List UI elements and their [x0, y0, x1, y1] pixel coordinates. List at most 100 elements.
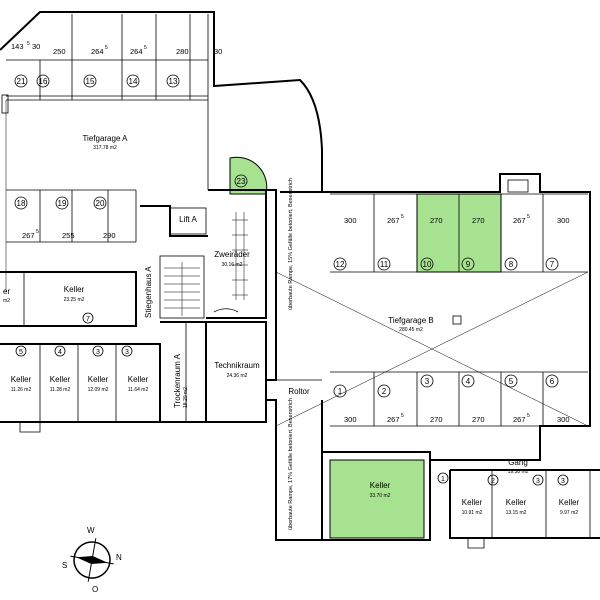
- keller-big-area: 33.70 m2: [370, 493, 391, 499]
- svg-text:6: 6: [550, 377, 555, 386]
- dim-b-bot-7: 5: [527, 413, 530, 419]
- spot-13: 13: [166, 74, 180, 88]
- svg-text:9.97 m2: 9.97 m2: [560, 510, 578, 516]
- compass-s: S: [62, 561, 67, 570]
- keller-partial-area: m2: [3, 298, 10, 304]
- svg-text:3: 3: [96, 349, 100, 356]
- keller-partial-name: er: [3, 287, 10, 296]
- svg-text:Keller: Keller: [11, 375, 32, 384]
- svg-text:14: 14: [129, 77, 138, 86]
- dim-a-side-1: 267: [22, 231, 35, 240]
- svg-text:10: 10: [423, 260, 432, 269]
- svg-text:16: 16: [39, 77, 48, 86]
- svg-text:5: 5: [509, 377, 514, 386]
- svg-text:Keller: Keller: [128, 375, 149, 384]
- svg-text:Keller: Keller: [50, 375, 71, 384]
- keller-a-name: Keller: [64, 285, 85, 294]
- svg-text:11.28 m2: 11.28 m2: [50, 387, 71, 393]
- svg-text:3: 3: [425, 377, 430, 386]
- dim-a-9: 280: [176, 47, 189, 56]
- lift-label: Lift A: [179, 215, 197, 224]
- dim-b-top-1: 300: [344, 216, 357, 225]
- garage-b-outline: [322, 173, 591, 461]
- garage-a-label: Tiefgarage A: [82, 134, 128, 143]
- technik-label: Technikraum: [214, 361, 260, 370]
- keller-row-4: 3 Keller 11.64 m2: [121, 345, 149, 393]
- compass-icon: [70, 538, 114, 582]
- spot-1: 1: [333, 384, 347, 398]
- zweiraeder-area: 30.16 m2: [222, 262, 243, 268]
- compass-o: O: [92, 585, 98, 594]
- svg-text:Keller: Keller: [88, 375, 109, 384]
- dim-b-top-5: 270: [472, 216, 485, 225]
- dim-b-bot-6: 267: [513, 415, 526, 424]
- svg-text:7: 7: [550, 260, 555, 269]
- svg-text:11: 11: [380, 260, 389, 269]
- keller-row-2: 4 Keller 11.28 m2: [50, 345, 71, 393]
- spot-18: 18: [14, 196, 28, 210]
- dim-a-2: 5: [27, 41, 30, 47]
- keller-row-3: 3 Keller 12.09 m2: [88, 345, 109, 393]
- stair-label: Stiegenhaus A: [144, 266, 153, 318]
- dim-a-6: 5: [105, 45, 108, 51]
- svg-text:15: 15: [86, 77, 95, 86]
- spot-9: 9: [461, 257, 475, 271]
- dim-b-bot-3: 5: [401, 413, 404, 419]
- spot-23-highlight: [229, 156, 268, 195]
- dim-a-3: 30: [32, 42, 40, 51]
- spot-14: 14: [126, 74, 140, 88]
- spot-20: 20: [93, 196, 107, 210]
- garage-b-label: Tiefgarage B: [388, 316, 434, 325]
- gang-area: 19.38 m2: [508, 469, 529, 475]
- trocken-label: Trockenraum A: [173, 353, 182, 408]
- svg-text:20: 20: [96, 199, 105, 208]
- keller-big-name: Keller: [370, 481, 391, 490]
- dim-a-side-3: 255: [62, 231, 75, 240]
- svg-text:4: 4: [466, 377, 471, 386]
- trocken-area: 18.20 m2: [183, 387, 189, 408]
- svg-text:1: 1: [441, 476, 445, 483]
- spot-15: 15: [83, 74, 97, 88]
- dim-b-top-6: 267: [513, 216, 526, 225]
- svg-text:21: 21: [17, 77, 26, 86]
- dim-b-top-2: 267: [387, 216, 400, 225]
- dim-a-1: 143: [11, 42, 24, 51]
- dim-a-5: 264: [91, 47, 104, 56]
- dim-b-top-8: 300: [557, 216, 570, 225]
- svg-text:5: 5: [19, 349, 23, 356]
- spot-10: 10: [420, 257, 434, 271]
- dim-a-8: 5: [144, 45, 147, 51]
- svg-text:4: 4: [58, 349, 62, 356]
- dim-b-bot-1: 300: [344, 415, 357, 424]
- svg-text:13: 13: [169, 77, 178, 86]
- svg-text:Keller: Keller: [559, 498, 580, 507]
- svg-text:8: 8: [509, 260, 514, 269]
- keller-7-marker: 7: [82, 312, 94, 324]
- compass-w: W: [87, 526, 95, 535]
- spot-5: 5: [504, 374, 518, 388]
- dim-b-top-4: 270: [430, 216, 443, 225]
- svg-text:23: 23: [237, 177, 246, 186]
- svg-text:10.91 m2: 10.91 m2: [462, 510, 483, 516]
- svg-text:19: 19: [58, 199, 67, 208]
- svg-text:18: 18: [17, 199, 26, 208]
- garage-a-area: 317.78 m2: [93, 145, 117, 151]
- svg-text:12: 12: [336, 260, 345, 269]
- keller-b-1: 2 Keller 10.91 m2: [462, 474, 499, 516]
- roltor-label: Roltor: [288, 387, 310, 396]
- keller-big-highlight: [329, 459, 425, 539]
- svg-text:1: 1: [338, 387, 343, 396]
- spot-2: 2: [377, 384, 391, 398]
- svg-text:9: 9: [466, 260, 471, 269]
- keller-row-1: 5 Keller 11.26 m2: [11, 345, 32, 393]
- svg-text:3: 3: [536, 478, 540, 485]
- dim-b-top-7: 5: [527, 214, 530, 220]
- svg-text:2: 2: [491, 478, 495, 485]
- spot-7: 7: [545, 257, 559, 271]
- dim-a-7: 264: [130, 47, 143, 56]
- spot-11: 11: [377, 257, 391, 271]
- dim-a-10: 30: [214, 47, 222, 56]
- spot-12: 12: [333, 257, 347, 271]
- keller-big-marker: 1: [437, 472, 449, 484]
